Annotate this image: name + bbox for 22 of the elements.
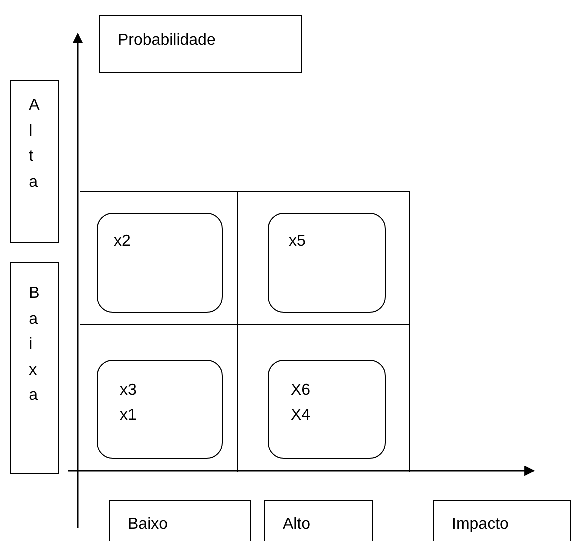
risk-box [97, 360, 223, 459]
risk-box [97, 213, 223, 313]
level-box [10, 80, 59, 243]
category-box [109, 500, 251, 541]
risk-box [268, 213, 386, 313]
label: X4 [291, 406, 312, 426]
label: Alta [29, 96, 40, 193]
label: Baixo [128, 515, 170, 535]
axis-title-box [99, 15, 302, 73]
axis-title-box [433, 500, 571, 541]
label: Probabilidade [118, 31, 217, 51]
label: Alto [283, 515, 312, 535]
label: Impacto [452, 515, 510, 535]
label: x1 [120, 406, 138, 426]
label: Baixa [29, 284, 40, 406]
label: X6 [291, 381, 312, 401]
level-box [10, 262, 59, 474]
risk-box [268, 360, 386, 459]
label: x5 [289, 232, 307, 252]
label: x2 [114, 232, 132, 252]
category-box [264, 500, 373, 541]
label: x3 [120, 381, 138, 401]
